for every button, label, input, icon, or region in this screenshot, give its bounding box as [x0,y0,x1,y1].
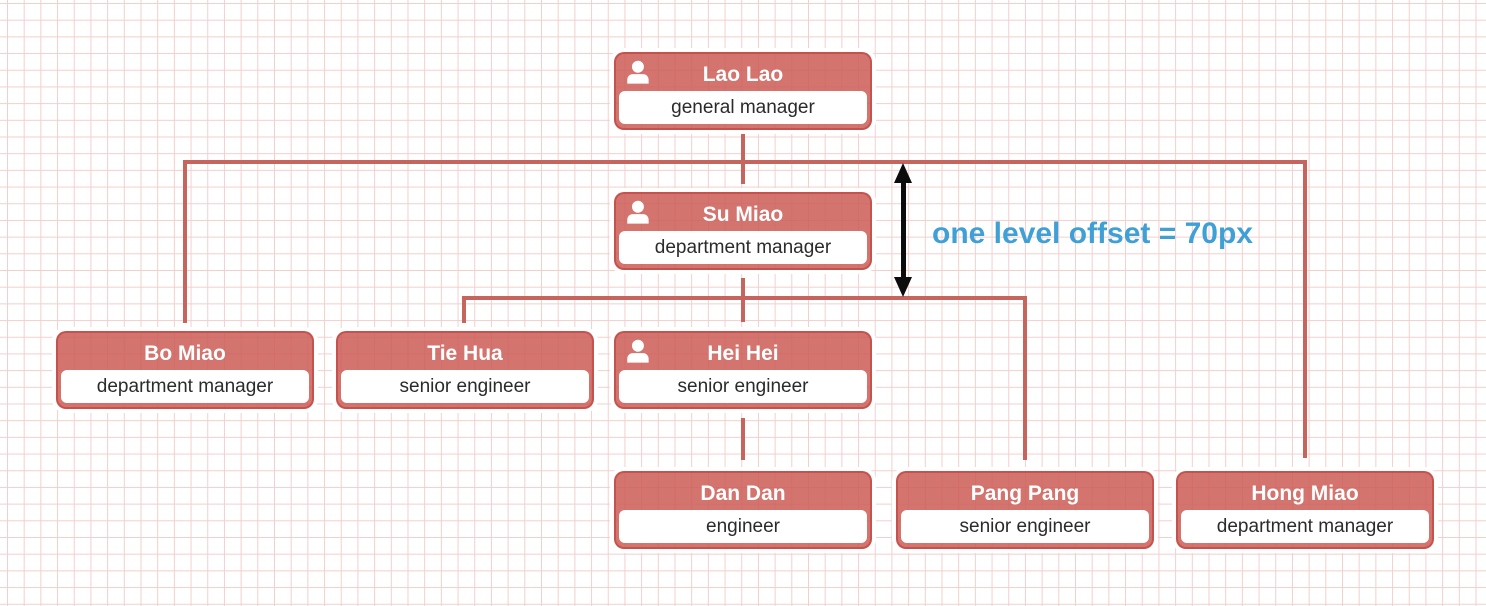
node-name: Lao Lao [702,63,784,86]
connector-to-sumiao [741,160,745,184]
node-name: Bo Miao [144,342,226,365]
node-name: Tie Hua [427,342,503,365]
node-lao-lao[interactable]: Lao Lao general manager [614,52,872,130]
node-name: Dan Dan [700,482,786,505]
arrow-up-icon [894,163,912,183]
node-bo-miao[interactable]: Bo Miao department manager [56,331,314,409]
connector-sumiao-down [741,278,745,322]
node-name: Hong Miao [1251,482,1359,505]
arrow-down-icon [894,277,912,297]
node-name: Pang Pang [970,482,1080,505]
connector-to-hongmiao [1303,160,1307,458]
node-pang-pang[interactable]: Pang Pang senior engineer [896,471,1154,549]
node-hong-miao[interactable]: Hong Miao department manager [1176,471,1434,549]
node-title: senior engineer [619,370,867,403]
node-title: department manager [61,370,309,403]
connector-to-pangpang [1023,296,1027,460]
connector-to-tiehua [462,296,466,323]
node-name: Hei Hei [707,342,779,365]
node-title: department manager [1181,510,1429,543]
person-icon [625,200,652,227]
person-icon [625,60,652,87]
node-title: engineer [619,510,867,543]
offset-arrow [901,178,906,282]
node-title: senior engineer [901,510,1149,543]
node-hei-hei[interactable]: Hei Hei senior engineer [614,331,872,409]
node-name: Su Miao [702,203,784,226]
node-tie-hua[interactable]: Tie Hua senior engineer [336,331,594,409]
connector-to-bomiao [183,160,187,323]
level-offset-annotation: one level offset = 70px [932,217,1253,250]
connector-laolao-down [741,134,745,160]
connector-level1-horizontal [183,160,1307,164]
node-title: department manager [619,231,867,264]
person-icon [625,339,652,366]
node-dan-dan[interactable]: Dan Dan engineer [614,471,872,549]
connector-level2-horizontal [462,296,1027,300]
node-title: senior engineer [341,370,589,403]
connector-heihei-to-dandan [741,418,745,460]
node-su-miao[interactable]: Su Miao department manager [614,192,872,270]
node-title: general manager [619,91,867,124]
